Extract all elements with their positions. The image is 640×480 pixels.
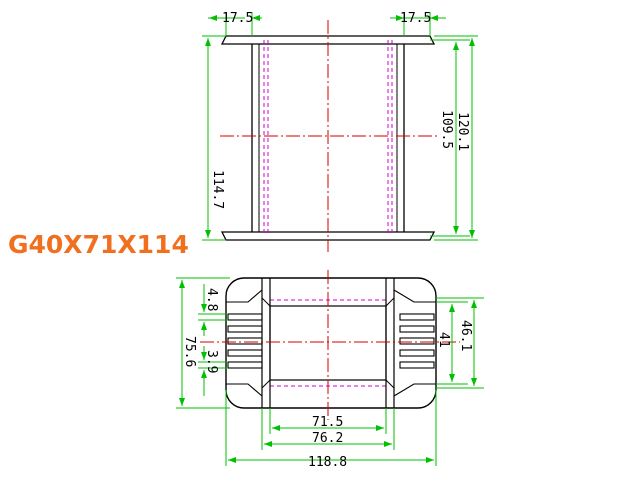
dim-inner-height: 114.7 (210, 170, 225, 209)
dim-overall-width: 118.8 (308, 455, 347, 470)
bobbin-outline (225, 277, 437, 409)
bottom-view: 75.6 4.8 3.9 41 46.1 71.5 76.2 (176, 270, 484, 470)
dim-body-height: 46.1 (458, 320, 473, 351)
model-title: G40X71X114 (8, 230, 189, 259)
left-wedge-bottom (261, 379, 271, 389)
right-fins (393, 289, 436, 397)
dim-left-flange: 17.5 (222, 11, 253, 26)
dim-overall-height: 120.1 (455, 112, 470, 151)
right-wedge-top (385, 297, 395, 307)
left-fins (226, 289, 263, 397)
dim-slot-height: 41 (436, 332, 451, 348)
dim-core-width: 76.2 (312, 431, 343, 446)
dim-fin-pitch: 4.8 (204, 288, 219, 311)
top-view: 17.5 17.5 114.7 109.5 120.1 (202, 11, 478, 252)
dim-window-height: 109.5 (439, 110, 454, 149)
left-wedge-top (261, 297, 271, 307)
right-wedge-bottom (385, 379, 395, 389)
bottom-flange (220, 231, 436, 241)
dim-fin-thickness: 3.9 (204, 350, 219, 373)
dim-inner-width: 71.5 (312, 415, 343, 430)
dim-right-flange: 17.5 (400, 11, 431, 26)
dim-total-depth: 75.6 (182, 336, 197, 367)
